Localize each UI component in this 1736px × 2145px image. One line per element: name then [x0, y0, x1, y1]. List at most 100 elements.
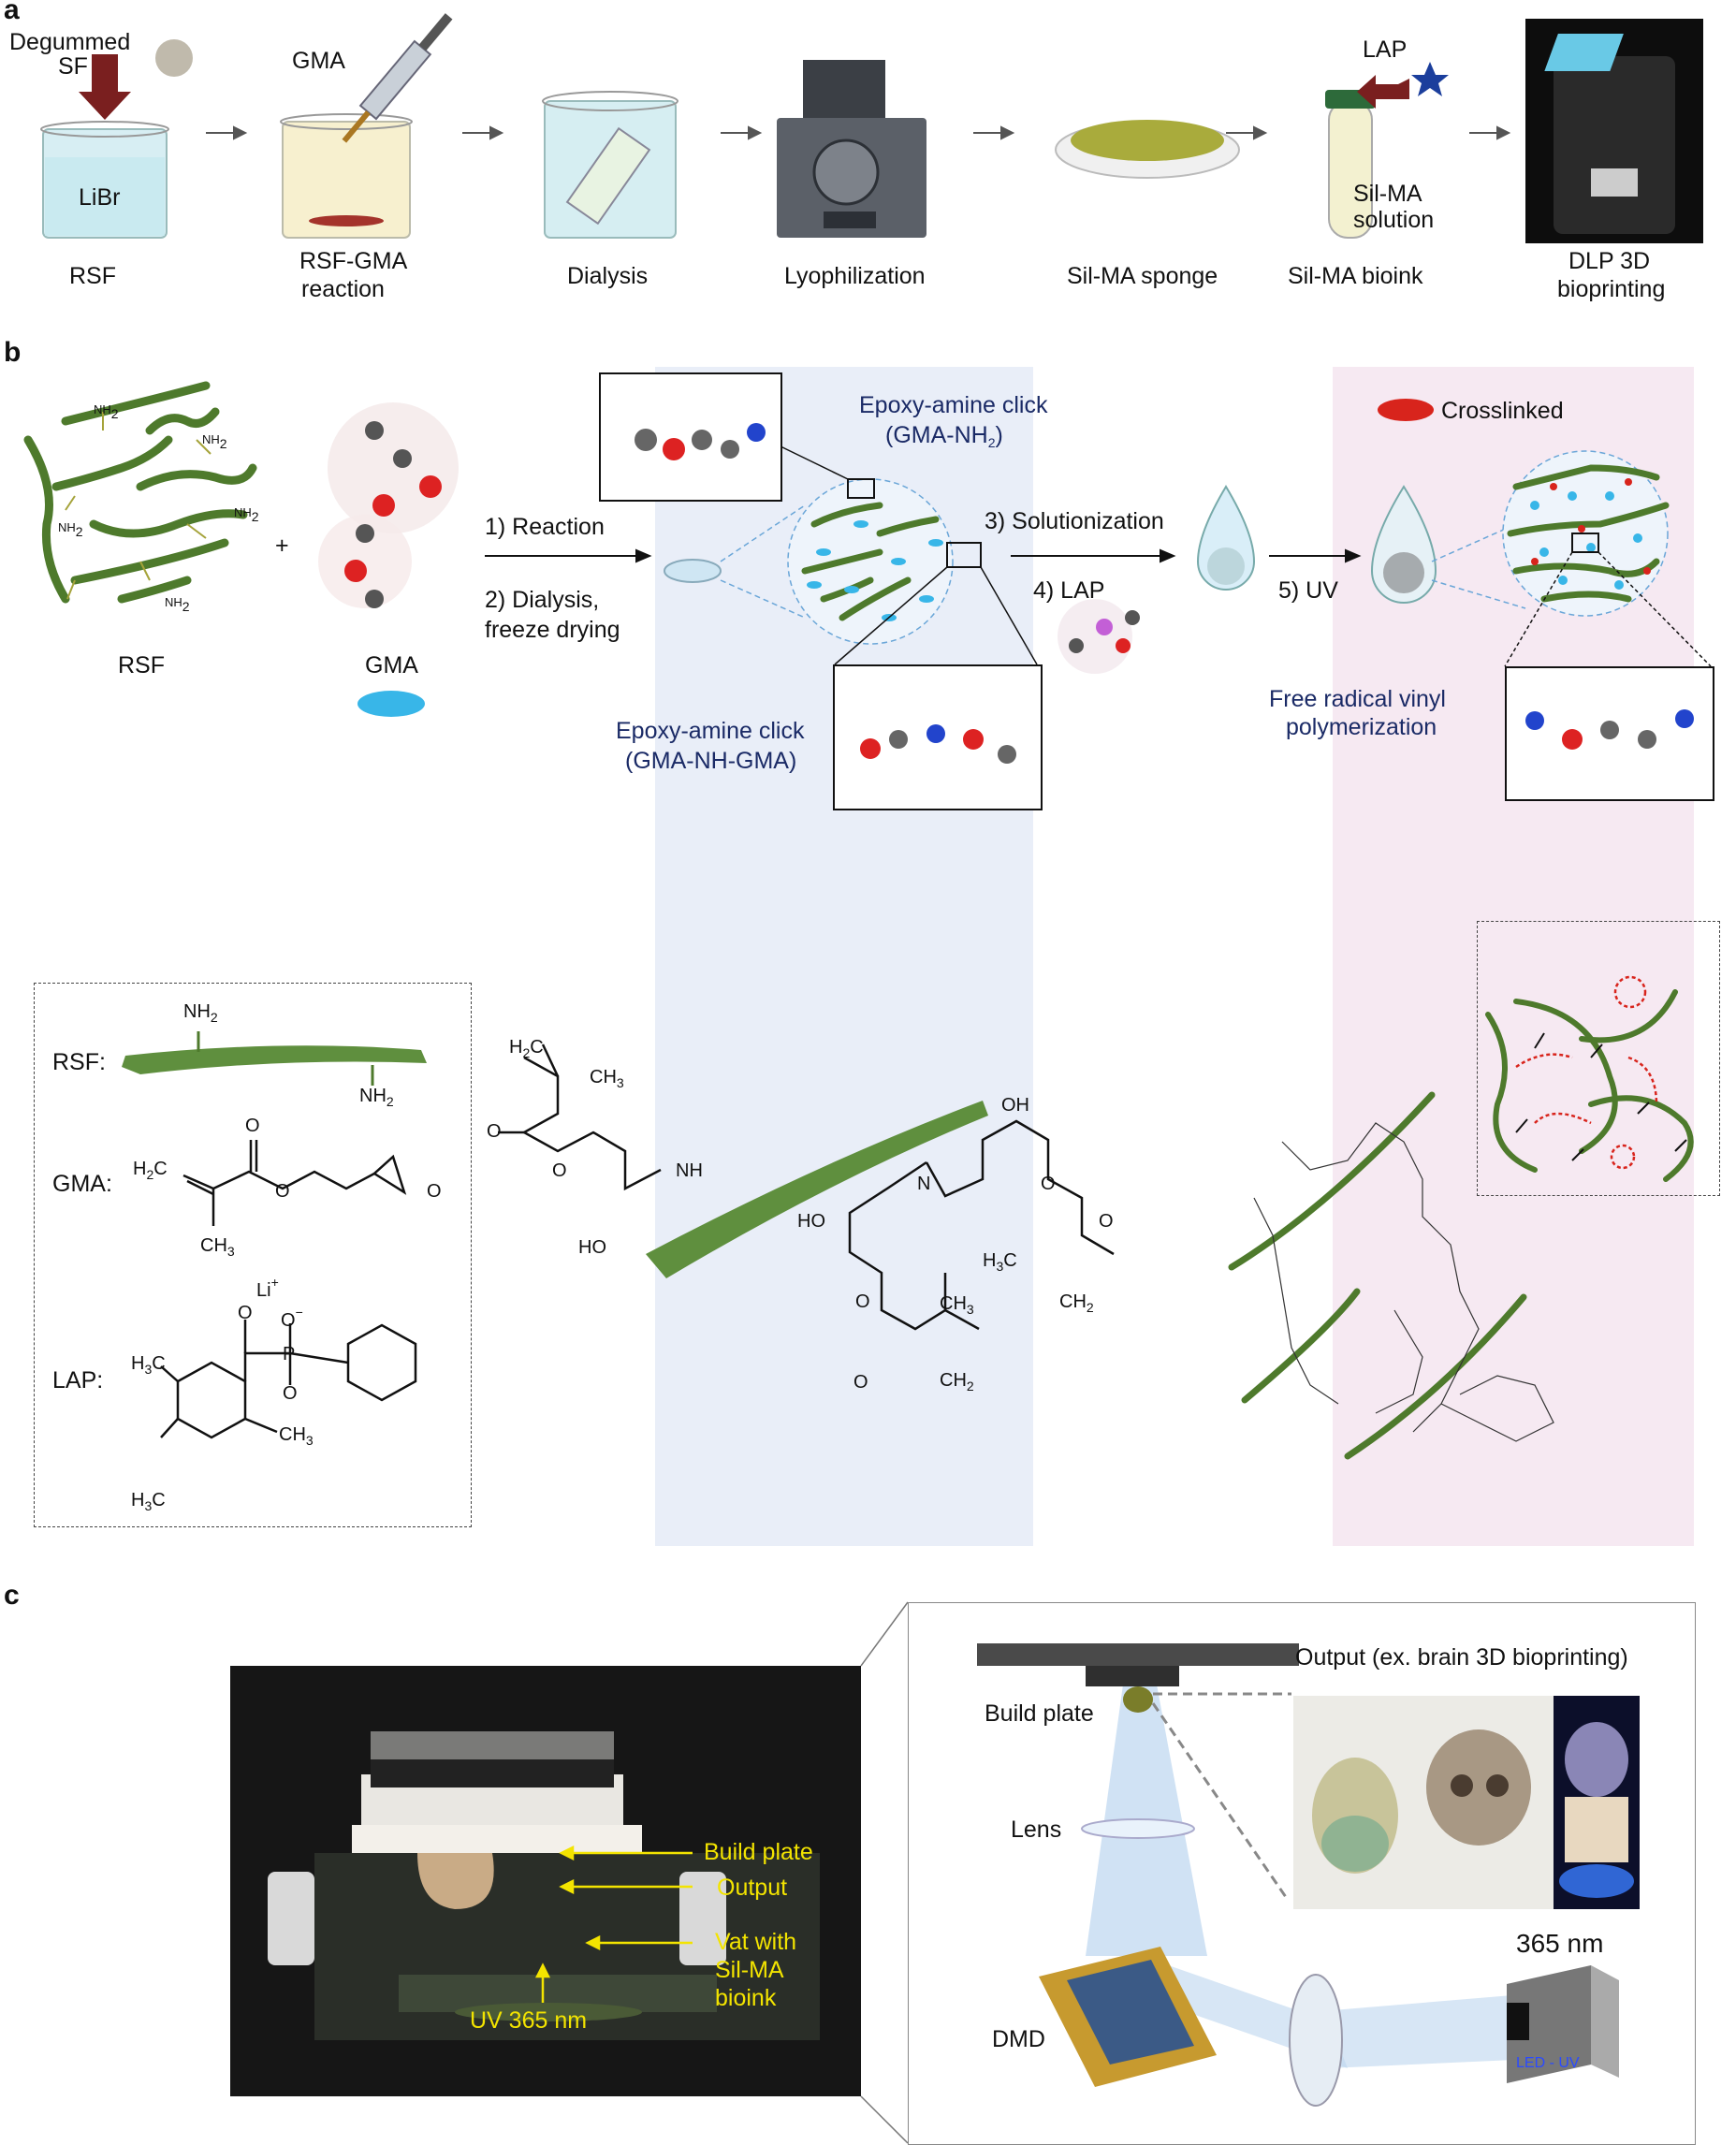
- nh2-label-2: NH2: [202, 432, 227, 451]
- label-sf: SF: [58, 53, 88, 80]
- photo-vat-3: bioink: [715, 1985, 777, 2011]
- build-plate-shape: [977, 1643, 1299, 1666]
- mid-oh: OH: [1001, 1095, 1029, 1116]
- step-2a: 2) Dialysis,: [485, 587, 600, 613]
- mid-o-3: O: [1041, 1174, 1056, 1194]
- mid-n: N: [917, 1174, 931, 1194]
- mid-ch3-2: CH3: [940, 1293, 974, 1317]
- schem-led: LED - UV: [1516, 2055, 1580, 2071]
- star-icon: [1411, 62, 1449, 96]
- click2-line1: Epoxy-amine click: [616, 718, 805, 744]
- label-tube-1: Sil-MA: [1353, 181, 1422, 207]
- mid-ho-2: HO: [797, 1211, 825, 1232]
- petri-dish: [664, 559, 722, 583]
- step-dialysis: Dialysis: [567, 263, 649, 289]
- beaker-dialysis: [542, 91, 678, 239]
- panel-a-letter: a: [4, 0, 20, 25]
- schem-output: Output (ex. brain 3D bioprinting): [1295, 1644, 1628, 1671]
- label-degummed: Degummed: [9, 29, 131, 55]
- legend-box: [34, 983, 472, 1527]
- crosslinked-label: Crosslinked: [1441, 398, 1564, 424]
- mid-o-4: O: [1099, 1211, 1114, 1232]
- step-rsf: RSF: [69, 263, 116, 289]
- mid-ho-1: HO: [578, 1237, 606, 1258]
- mid-ch2-2: CH2: [940, 1370, 974, 1394]
- gma-ch3: CH3: [200, 1235, 235, 1259]
- mid-nh: NH: [676, 1160, 703, 1181]
- photo-vat-2: Sil-MA: [715, 1957, 784, 1983]
- lap-ch3: CH3: [279, 1424, 314, 1448]
- beaker-rsf-gma: [280, 113, 413, 239]
- beaker-libr: [40, 121, 169, 239]
- free-radical-1: Free radical vinyl: [1269, 686, 1446, 712]
- step-sponge: Sil-MA sponge: [1067, 263, 1218, 289]
- panel-b-graphics: [23, 381, 1712, 1460]
- dmd-shape: [1039, 1947, 1217, 2087]
- lap-o-2: O: [283, 1383, 298, 1404]
- step-2b: freeze drying: [485, 617, 620, 643]
- photo-build-plate: Build plate: [704, 1839, 813, 1865]
- mid-ch2-1: CH2: [1059, 1291, 1094, 1315]
- nh2-label-4: NH2: [165, 595, 190, 614]
- lens-shape: [1081, 1818, 1195, 1839]
- middle-rsf-fiber: [646, 1101, 988, 1278]
- plus-sign: +: [275, 533, 289, 559]
- legend-rsf: RSF:: [52, 1049, 106, 1075]
- crosslinked-symbol: [1378, 399, 1434, 421]
- gma-label: GMA: [365, 652, 418, 679]
- schem-build-plate: Build plate: [985, 1700, 1094, 1727]
- led-uv-box: [1507, 1965, 1619, 2083]
- nh2-label-3: NH2: [58, 520, 83, 539]
- rsf-fibers: [23, 381, 257, 604]
- printer-icon: [1525, 19, 1703, 243]
- panel-b-letter: b: [4, 337, 22, 368]
- legend-gma: GMA:: [52, 1171, 112, 1197]
- mid-o-2: O: [552, 1160, 567, 1181]
- click2-line2: (GMA-NH-GMA): [625, 748, 797, 774]
- click1-line1: Epoxy-amine click: [859, 392, 1048, 418]
- molecule-box-1: [599, 372, 782, 502]
- mid-h3c: H3C: [983, 1250, 1017, 1274]
- box-molecules: [635, 423, 1694, 764]
- label-libr: LiBr: [79, 184, 121, 211]
- tube-bioink: [1325, 90, 1376, 239]
- syringe-icon: [342, 13, 453, 143]
- step-3: 3) Solutionization: [985, 508, 1164, 534]
- step-4: 4) LAP: [1033, 577, 1105, 604]
- mid-ch3: CH3: [590, 1067, 624, 1090]
- label-gma-top: GMA: [292, 48, 345, 74]
- mid-o-6: O: [853, 1372, 868, 1393]
- gma-h2c: H2C: [133, 1159, 168, 1182]
- photo-output: Output: [717, 1875, 788, 1901]
- mid-o-1: O: [487, 1121, 502, 1142]
- mid-o-5: O: [855, 1291, 870, 1312]
- schem-lens: Lens: [1011, 1817, 1062, 1843]
- lap-o-minus: O−: [281, 1305, 303, 1331]
- network-inset: [1485, 975, 1694, 1182]
- lap-li: Li+: [256, 1275, 279, 1301]
- step-rsf-gma-2: reaction: [301, 276, 385, 302]
- lap-o-1: O: [238, 1303, 253, 1323]
- middle-structure: [498, 1043, 1115, 1331]
- gma-o-carbonyl: O: [245, 1116, 260, 1136]
- lap-p: P: [283, 1344, 296, 1364]
- printer-photo-graphics: [230, 1666, 861, 2096]
- legend-lap: LAP:: [52, 1367, 104, 1394]
- free-radical-2: polymerization: [1286, 714, 1437, 740]
- photo-vat-1: Vat with: [715, 1929, 797, 1955]
- nh2-label-1: NH2: [94, 402, 119, 421]
- nh2-label-5: NH2: [234, 505, 259, 524]
- legend-nh2-b: NH2: [359, 1086, 394, 1109]
- lap-h3c-1: H3C: [131, 1353, 166, 1377]
- lap-molecule: [1058, 599, 1140, 674]
- lap-h3c-2: H3C: [131, 1490, 166, 1513]
- droplet-solution: [1196, 485, 1256, 591]
- gma-molecule: [318, 402, 459, 608]
- schem-dmd: DMD: [992, 2026, 1045, 2052]
- step-lyophilization: Lyophilization: [784, 263, 926, 289]
- rsf-label: RSF: [118, 652, 165, 679]
- step-dlp-2: bioprinting: [1557, 276, 1666, 302]
